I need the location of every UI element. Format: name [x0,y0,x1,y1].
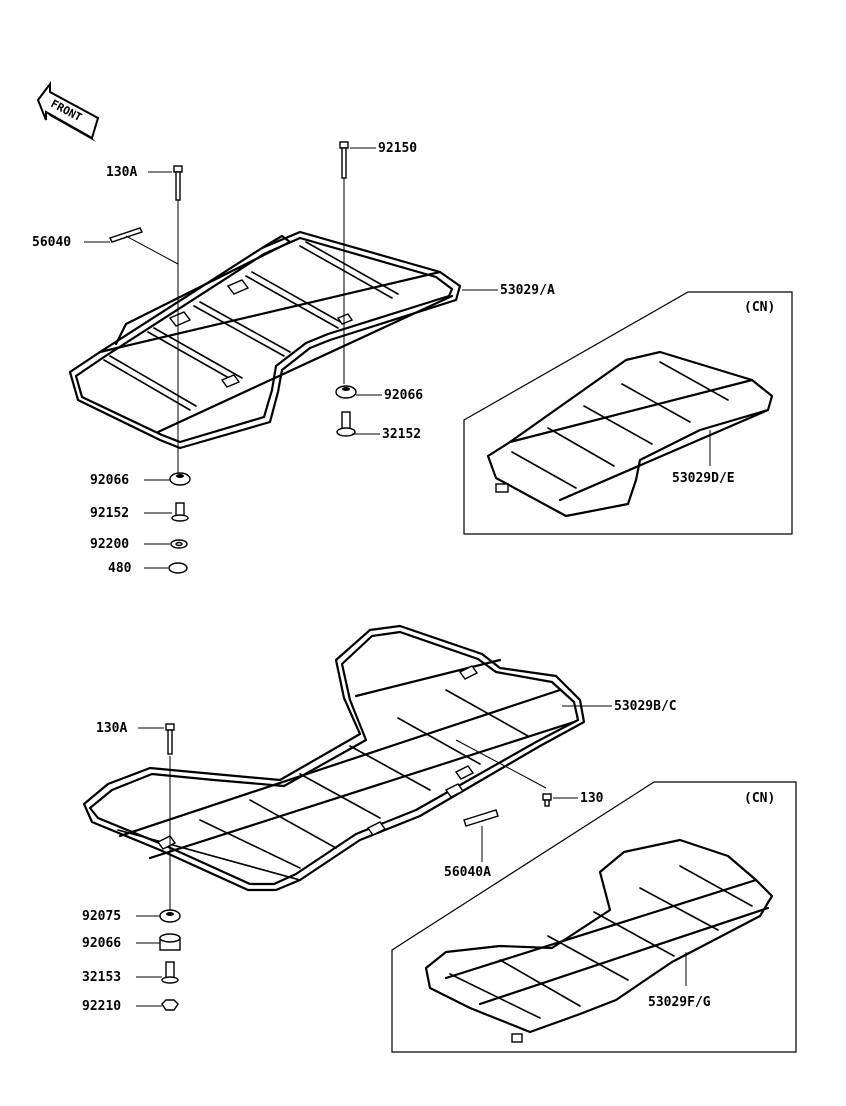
cn-rack-lower-drawing [424,838,774,1043]
callout-130: 130 [580,791,604,806]
callout-130a-upper: 130A [106,165,137,180]
washer-92075 [159,909,181,923]
callout-130a-lower: 130A [96,721,127,736]
callout-92066-upper-left: 92066 [90,473,129,488]
callout-32152: 32152 [382,427,421,442]
label-plate-56040 [109,227,143,243]
callout-92075: 92075 [82,909,121,924]
washer-92200 [170,539,188,549]
damper-92066-upper-right [335,385,357,399]
damper-92066-lower [159,933,181,951]
callout-53029bc: 53029B/C [614,699,677,714]
callout-53029a: 53029/A [500,283,555,298]
front-rack-drawing [68,230,462,450]
callout-480: 480 [108,561,132,576]
callout-92066-upper-right: 92066 [384,388,423,403]
label-plate-56040a [463,809,499,827]
bolt-130a-lower [165,723,175,755]
rear-rack-drawing [82,624,586,892]
callout-56040: 56040 [32,235,71,250]
callout-92152: 92152 [90,506,129,521]
collar-32153 [161,961,179,984]
cn-rack-upper-drawing [486,350,774,518]
lower-callouts: 53029B/C 130A 130 56040A 92075 92066 321… [82,699,677,1014]
cn-tag-upper: (CN) [744,300,775,315]
damper-92066-upper-left [169,472,191,486]
collar-92152 [171,502,189,522]
callout-92150: 92150 [378,141,417,156]
bolt-130a-upper [173,165,183,201]
callout-92200: 92200 [90,537,129,552]
clip-480 [168,562,188,574]
callout-92210: 92210 [82,999,121,1014]
callout-53029fg: 53029F/G [648,995,711,1010]
callout-92066-lower: 92066 [82,936,121,951]
bolt-92150 [339,141,349,179]
cn-box-upper: (CN) 53029D/E [463,291,793,535]
callout-53029de: 53029D/E [672,471,735,486]
front-arrow-icon: FRONT [36,81,100,142]
callout-32153: 32153 [82,970,121,985]
collar-32152 [336,411,356,437]
nut-92210 [161,999,179,1011]
upper-callouts: 130A 92150 56040 53029/A 92066 32152 920… [32,141,555,576]
callout-56040a: 56040A [444,865,491,880]
cn-box-lower: (CN) 53029F/G [391,781,797,1053]
bolt-130 [542,793,552,807]
cn-tag-lower: (CN) [744,791,775,806]
